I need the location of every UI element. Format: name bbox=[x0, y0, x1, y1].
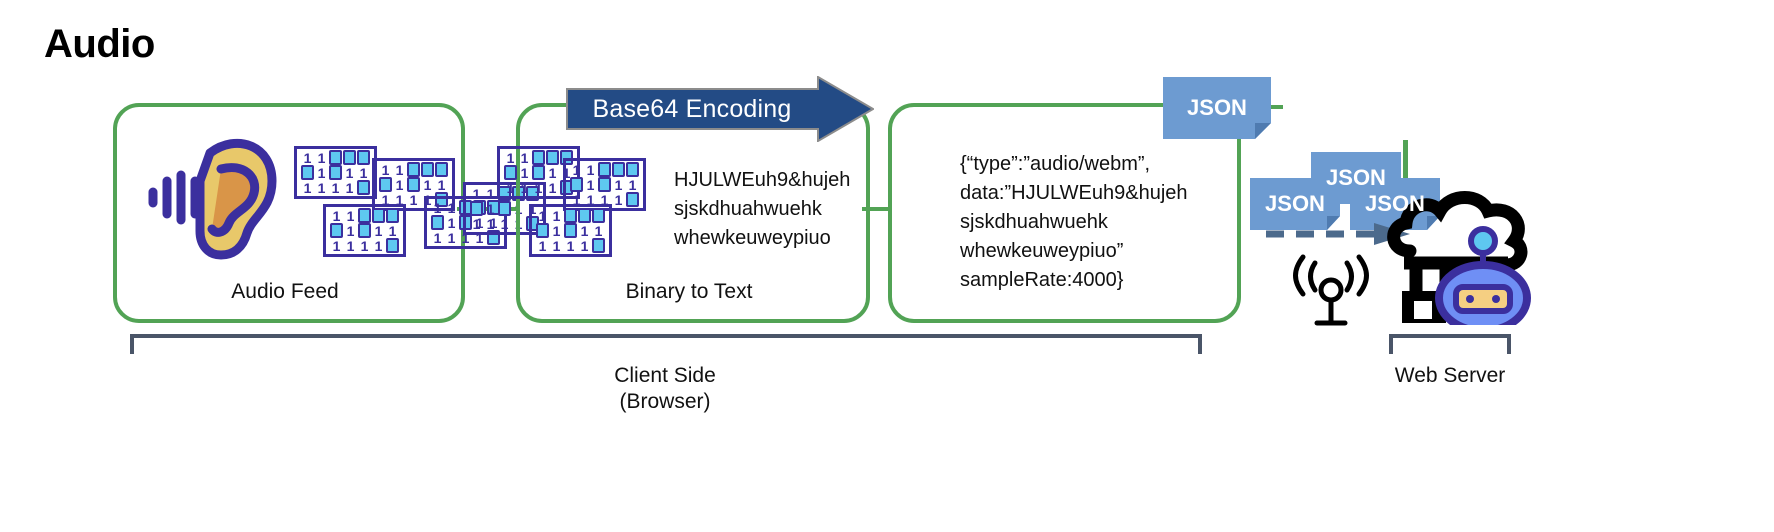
connector-panel2-panel3 bbox=[862, 207, 888, 211]
ear-icon bbox=[148, 135, 278, 260]
bracket-client-side bbox=[130, 334, 1202, 358]
page-title: Audio bbox=[44, 22, 155, 66]
json-badge-left: JSON bbox=[1250, 178, 1340, 230]
json-badge-main: JSON bbox=[1163, 77, 1271, 139]
panel-caption-binary-to-text: Binary to Text bbox=[625, 280, 753, 303]
base64-output-text: HJULWEuh9&hujeh sjskdhuahwuehk whewkeuwe… bbox=[674, 169, 851, 249]
bracket-web-server bbox=[1389, 334, 1511, 358]
json-badge-label: JSON bbox=[1187, 95, 1247, 120]
panel-json-payload bbox=[888, 103, 1241, 323]
bracket-label-client-side: Client Side (Browser) bbox=[614, 364, 716, 413]
panel-caption-audio-feed: Audio Feed bbox=[231, 280, 339, 303]
json-badge-label: JSON bbox=[1365, 191, 1425, 216]
json-badge-right: JSON bbox=[1350, 178, 1440, 230]
bracket-label-web-server: Web Server bbox=[1394, 364, 1506, 387]
json-badge-label: JSON bbox=[1265, 191, 1325, 216]
base64-encoding-arrow bbox=[566, 76, 874, 142]
base64-encoding-label: Base64 Encoding bbox=[592, 94, 792, 123]
wifi-tower-icon bbox=[1285, 250, 1377, 330]
connector-panel1-panel2 bbox=[457, 207, 516, 211]
json-badge-label: JSON bbox=[1326, 165, 1386, 190]
json-payload-text: {“type”:”audio/webm”, data:”HJULWEuh9&hu… bbox=[960, 153, 1188, 291]
